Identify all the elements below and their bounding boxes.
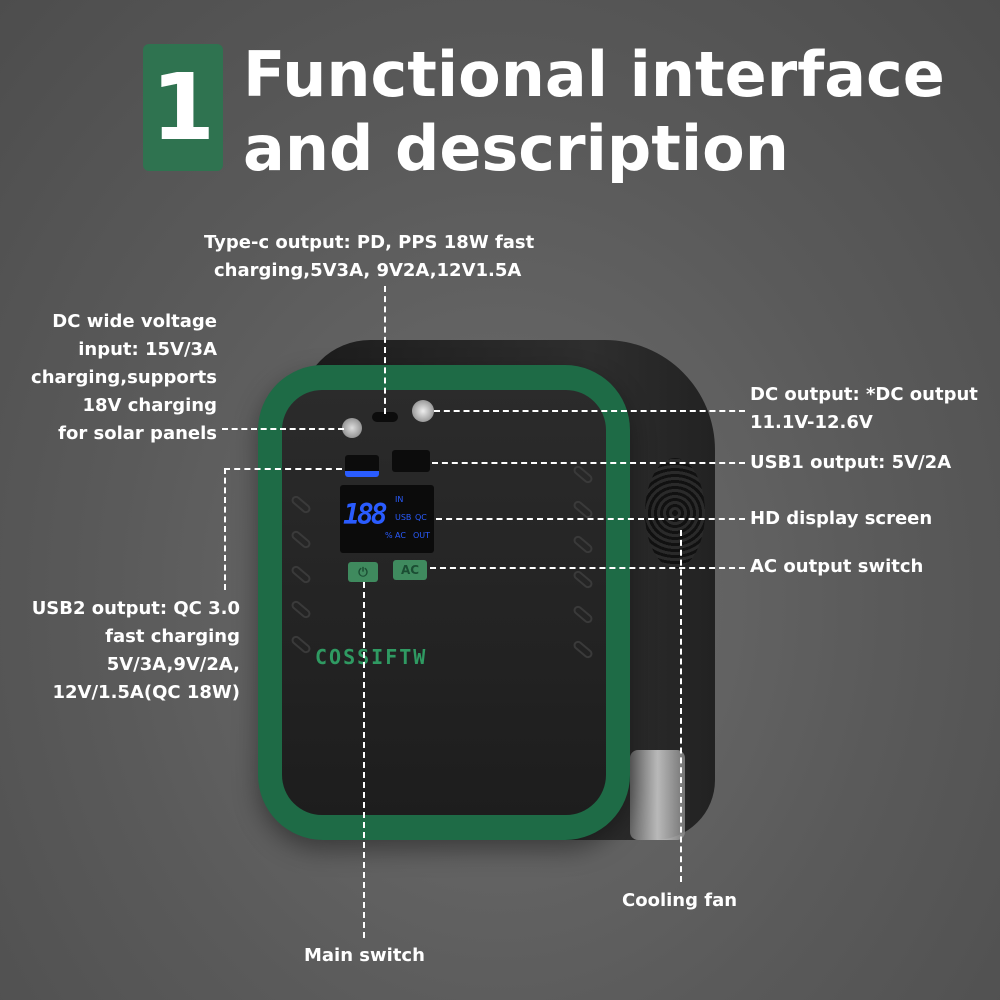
label-line: 5V/3A,9V/2A, [106,654,240,675]
page-title: Functional interface and description [243,38,945,186]
label-line: 12V/1.5A(QC 18W) [52,682,240,703]
brand-logo: COSSIFTW [315,645,428,669]
label-line: charging,supports [31,367,217,388]
label-line: charging,5V3A, 9V2A,12V1.5A [214,260,522,281]
dc-input-port [342,418,362,438]
label-line: input: 15V/3A [78,339,217,360]
lcd-usb: USB [395,513,412,522]
label-line: USB2 output: QC 3.0 [31,598,240,619]
usb1-port [392,450,430,472]
usb2-port [345,455,379,477]
cooling-fan-grille [645,458,705,568]
leader-hd-display [436,518,745,520]
label-main-switch: Main switch [304,945,425,966]
label-line: Type-c output: PD, PPS 18W fast [204,232,535,253]
leader-ac-switch [430,567,745,569]
leader-typec [384,286,386,414]
leader-dc-output [434,410,745,412]
step-number-badge: 1 [143,44,223,171]
label-line: for solar panels [58,423,217,444]
label-line: fast charging [105,626,240,647]
label-cooling-fan: Cooling fan [622,890,738,911]
lcd-ac: AC [395,531,406,540]
label-dc-output: DC output: *DC output 11.1V-12.6V [750,381,978,437]
label-typec: Type-c output: PD, PPS 18W fast charging… [204,229,534,285]
label-usb2: USB2 output: QC 3.0 fast charging 5V/3A,… [32,595,240,707]
lcd-value: 188 [343,498,388,531]
device-front-panel [282,390,606,815]
main-power-button[interactable]: ⏻ [348,562,378,582]
leader-dc-input [222,428,344,430]
title-line-2: and description [243,112,789,185]
label-hd-display: HD display screen [750,508,933,529]
label-line: DC wide voltage [52,311,217,332]
power-icon: ⏻ [358,564,368,579]
lcd-qc: QC [415,513,427,522]
leader-usb1 [432,462,745,464]
ac-output-button[interactable]: AC [393,560,427,580]
leader-main-switch [363,582,365,938]
lcd-out: OUT [413,531,431,540]
label-line: 11.1V-12.6V [750,412,873,433]
dc-output-port [412,400,434,422]
leader-usb2-h [224,468,342,470]
lcd-percent: % [385,531,393,540]
label-ac-switch: AC output switch [750,556,924,577]
label-line: 18V charging [82,395,217,416]
hd-display-screen: 188 % IN USB QC AC OUT [340,485,434,553]
title-line-1: Functional interface [243,38,945,111]
label-usb1: USB1 output: 5V/2A [750,452,952,473]
lcd-in: IN [395,495,404,504]
typec-port [372,412,398,422]
leader-cooling-fan [680,530,682,882]
label-dc-input: DC wide voltage input: 15V/3A charging,s… [31,308,217,448]
label-line: DC output: *DC output [750,384,978,405]
ac-outlet [630,750,685,840]
leader-usb2-v [224,468,226,590]
